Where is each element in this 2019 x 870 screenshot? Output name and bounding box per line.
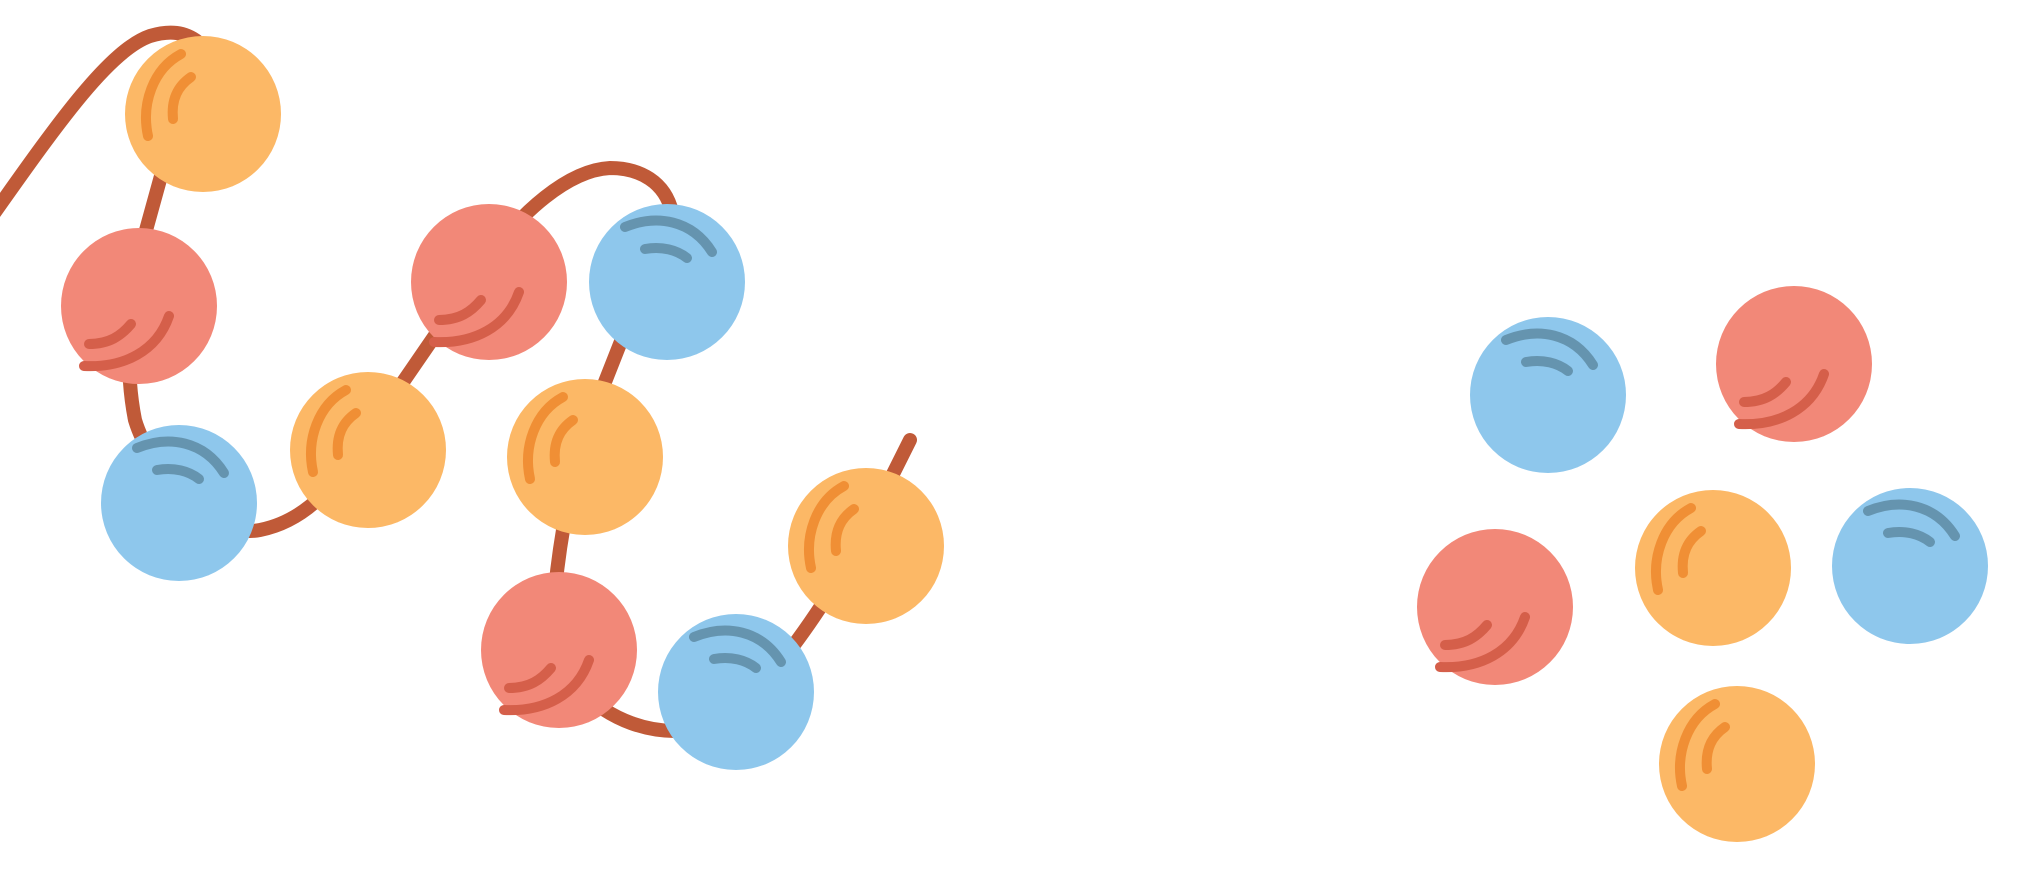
loose-blue-bead-body (1470, 317, 1626, 473)
loose-red-bead (1716, 286, 1872, 442)
red-bead (61, 228, 217, 384)
orange-shine-highlight (804, 481, 859, 573)
blue-shine-highlight (620, 215, 717, 263)
orange-bead (788, 468, 944, 624)
orange-shine-highlight (306, 385, 361, 477)
loose-blue-bead-body (1832, 488, 1988, 644)
orange-shine-highlight (1675, 699, 1730, 791)
orange-bead (125, 36, 281, 192)
blue-shine-highlight (132, 436, 229, 484)
red-bead-body (61, 228, 217, 384)
red-bead (481, 572, 637, 728)
red-bead-body (481, 572, 637, 728)
loose-orange-bead (1635, 490, 1791, 646)
blue-shine-highlight (1501, 328, 1598, 376)
red-shine-highlight (79, 311, 174, 372)
blue-bead (101, 425, 257, 581)
red-bead (411, 204, 567, 360)
orange-shine-highlight (141, 49, 196, 141)
blue-bead-body (589, 204, 745, 360)
orange-shine-highlight (1651, 503, 1706, 595)
blue-bead-body (101, 425, 257, 581)
red-shine-highlight (429, 287, 524, 348)
blue-shine-highlight (689, 625, 786, 673)
loose-beads (1417, 286, 1988, 842)
blue-bead (589, 204, 745, 360)
blue-bead-body (658, 614, 814, 770)
loose-blue-bead (1470, 317, 1626, 473)
red-bead-body (411, 204, 567, 360)
loose-blue-bead (1832, 488, 1988, 644)
loose-red-bead-body (1716, 286, 1872, 442)
orange-shine-highlight (523, 392, 578, 484)
orange-bead (290, 372, 446, 528)
orange-bead (507, 379, 663, 535)
red-shine-highlight (499, 655, 594, 716)
loose-orange-bead (1659, 686, 1815, 842)
loose-red-bead-body (1417, 529, 1573, 685)
red-shine-highlight (1734, 369, 1829, 430)
blue-shine-highlight (1863, 499, 1960, 547)
blue-bead (658, 614, 814, 770)
red-shine-highlight (1435, 612, 1530, 673)
necklace-beads (61, 36, 944, 770)
loose-red-bead (1417, 529, 1573, 685)
